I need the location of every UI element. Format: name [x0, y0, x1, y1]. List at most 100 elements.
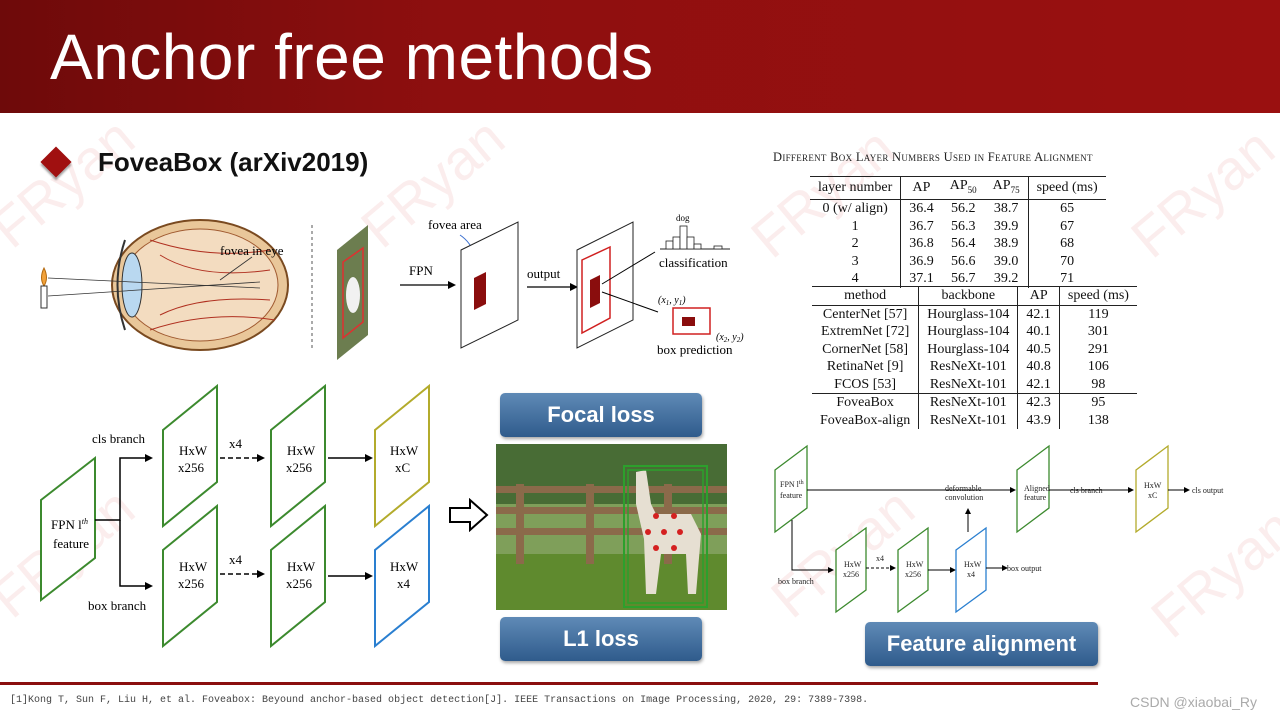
cell: 39.0	[985, 253, 1028, 271]
arrow-head	[950, 567, 956, 573]
block-label: HxW	[844, 560, 862, 569]
col-header: speed (ms)	[1028, 177, 1106, 200]
classification-label: classification	[659, 255, 728, 270]
block-label: x256	[286, 576, 313, 591]
cell: 40.1	[1018, 323, 1060, 341]
fovea-area-label: fovea area	[428, 217, 482, 232]
col-header: layer number	[810, 177, 901, 200]
cell: ResNeXt-101	[919, 394, 1018, 412]
cell: ExtremNet [72]	[812, 323, 919, 341]
block-label: HxW	[179, 443, 208, 458]
cell: 42.3	[1018, 394, 1060, 412]
box-branch-arrow	[120, 520, 145, 586]
cell: 40.5	[1018, 341, 1060, 359]
cls-output-label: cls output	[1192, 486, 1224, 495]
col-header: AP	[1018, 287, 1060, 306]
block-label: HxW	[287, 443, 316, 458]
table-row: CornerNet [58]Hourglass-10440.5291	[812, 341, 1137, 359]
block-label: Aligned	[1024, 484, 1050, 493]
block-label: HxW	[964, 560, 982, 569]
col-header: backbone	[919, 287, 1018, 306]
cell: 56.4	[942, 235, 985, 253]
focal-loss-label: Focal loss	[500, 393, 702, 437]
cell: 0 (w/ align)	[810, 200, 901, 218]
footer-rule	[0, 682, 1098, 685]
arrow-head	[145, 454, 153, 462]
cell: 98	[1059, 376, 1137, 394]
fovea-region	[590, 275, 600, 308]
cell: 36.7	[901, 218, 942, 236]
cell: 70	[1028, 253, 1106, 271]
block-label: x256	[905, 570, 921, 579]
cell: 95	[1059, 394, 1137, 412]
cell: 36.4	[901, 200, 942, 218]
cell: FoveaBox	[812, 394, 919, 412]
fpn-label: FPN	[409, 263, 433, 278]
block-label: x256	[286, 460, 313, 475]
repeat-label: x4	[229, 436, 243, 451]
fovea-in-eye-label: fovea in eye	[220, 243, 284, 258]
arrow-head	[828, 567, 834, 573]
arrow-head	[965, 508, 971, 514]
cell: 42.1	[1018, 305, 1060, 323]
classification-histogram	[660, 226, 730, 249]
reference-footnote: [1]Kong T, Sun F, Liu H, et al. Foveabox…	[10, 695, 868, 706]
box-layer-table: layer number AP AP50 AP75 speed (ms) 0 (…	[810, 176, 1106, 288]
feature-label: feature	[53, 536, 89, 551]
cell: ResNeXt-101	[919, 412, 1018, 430]
repeat-label: x4	[229, 552, 243, 567]
cell: 36.9	[901, 253, 942, 271]
cell: 138	[1059, 412, 1137, 430]
cell: 43.9	[1018, 412, 1060, 430]
comparison-table: method backbone AP speed (ms) CenterNet …	[812, 286, 1137, 429]
col-header: AP	[901, 177, 942, 200]
arrow-head	[365, 454, 373, 462]
fovea-concept-figure: fovea in eye FPN fovea area output dog c…	[30, 200, 760, 370]
cell: 3	[810, 253, 901, 271]
block-label: HxW	[390, 443, 419, 458]
box-branch-arrow	[792, 520, 828, 570]
arrow-head	[257, 570, 265, 578]
cell: 106	[1059, 358, 1137, 376]
cell: ResNeXt-101	[919, 376, 1018, 394]
cell: 65	[1028, 200, 1106, 218]
arrow-head	[365, 572, 373, 580]
cell: 56.6	[942, 253, 985, 271]
diamond-bullet-icon	[40, 146, 71, 177]
repeat-label: x4	[876, 554, 884, 563]
arrow-head	[1010, 487, 1016, 493]
cell: 39.9	[985, 218, 1028, 236]
block-label: feature	[780, 491, 803, 500]
table-row: RetinaNet [9]ResNeXt-10140.8106	[812, 358, 1137, 376]
l1-loss-label: L1 loss	[500, 617, 702, 661]
box-branch-label: box branch	[778, 577, 814, 586]
cls-branch-label: cls branch	[92, 431, 146, 446]
cell: 301	[1059, 323, 1137, 341]
cell: 42.1	[1018, 376, 1060, 394]
block-label: x256	[178, 576, 205, 591]
fovea-region	[474, 272, 486, 310]
col-header: AP75	[985, 177, 1028, 200]
box-branch-label: box branch	[88, 598, 147, 613]
candle-icon	[41, 268, 47, 308]
cell: 38.7	[985, 200, 1028, 218]
cell: 119	[1059, 305, 1137, 323]
cell: Hourglass-104	[919, 305, 1018, 323]
block-label: x4	[967, 570, 975, 579]
cell: 40.8	[1018, 358, 1060, 376]
output-plane	[577, 222, 633, 348]
arrow-head	[1184, 487, 1190, 493]
cell: 291	[1059, 341, 1137, 359]
block-label: x256	[178, 460, 205, 475]
detection-head-diagram: FPN lth feature cls branch box branch Hx…	[35, 380, 445, 650]
box-prediction-core	[682, 317, 695, 326]
source-credit: CSDN @xiaobai_Ry	[1130, 694, 1257, 710]
cell: CenterNet [57]	[812, 305, 919, 323]
cell: 56.2	[942, 200, 985, 218]
col-header: method	[812, 287, 919, 306]
output-label: output	[527, 266, 561, 281]
